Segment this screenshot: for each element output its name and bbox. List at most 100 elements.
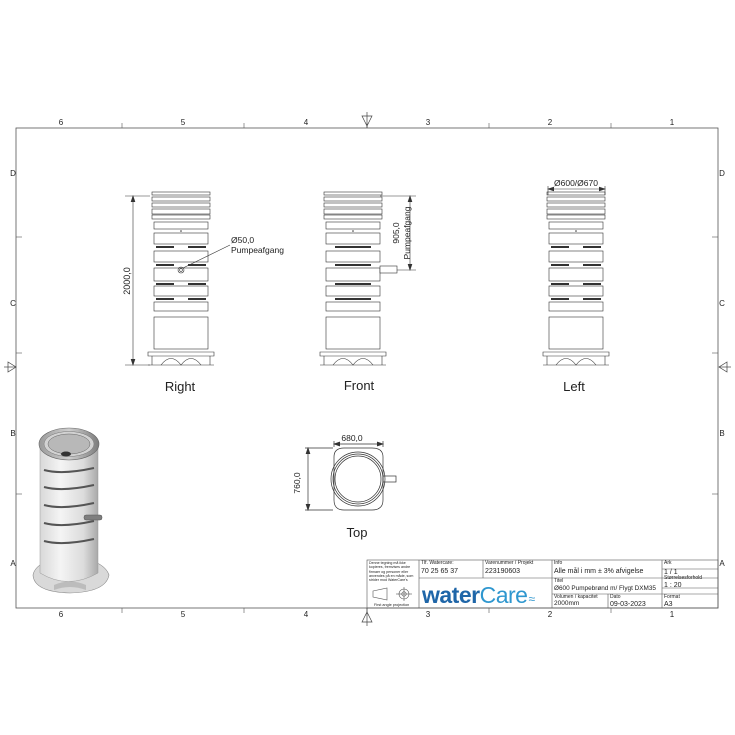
phone-label: Tlf. Watercare: — [421, 560, 454, 566]
date-value: 09-03-2023 — [610, 601, 646, 608]
riser-ring — [151, 208, 211, 215]
row-label-left-c: C — [10, 299, 16, 308]
body-segment — [548, 285, 604, 297]
volume-value: 2000mm — [554, 600, 580, 607]
riser-ring — [546, 202, 606, 208]
base-arch — [160, 358, 202, 366]
outlet-height-text: 905,0 — [391, 222, 401, 244]
row-label-right-a: A — [719, 559, 725, 568]
item-label: Varenummer / Projekt — [485, 560, 534, 566]
sheet-value: 1 / 1 — [664, 569, 678, 576]
col-label-bottom-6: 6 — [59, 610, 64, 619]
info-value: Alle mål i mm ± 3% afvigelse — [554, 568, 644, 575]
body-segment — [325, 316, 381, 350]
sheet-label: Ark — [664, 560, 672, 566]
height-dimension-text: 2000,0 — [122, 267, 132, 295]
row-label-right-c: C — [719, 299, 725, 308]
col-label-top-1: 1 — [670, 118, 675, 127]
riser-ring — [323, 208, 383, 215]
col-label-top-6: 6 — [59, 118, 64, 127]
mark — [352, 230, 354, 232]
grid-labels: 6 5 4 3 2 1 6 5 4 3 2 1 D C B A D C B A — [10, 118, 725, 619]
body-segment — [325, 250, 381, 263]
body-segment — [325, 267, 381, 282]
col-label-bottom-1: 1 — [670, 610, 675, 619]
body-segment — [153, 301, 209, 312]
iso-slots — [43, 467, 95, 545]
body-segment — [548, 267, 604, 282]
row-label-left-b: B — [10, 429, 15, 438]
riser-ring — [151, 196, 211, 202]
riser-ring — [323, 214, 383, 220]
view-label-right: Right — [165, 379, 196, 394]
riser-ring — [151, 214, 211, 220]
riser-ring — [323, 191, 383, 196]
riser-ring — [151, 191, 211, 196]
scale-value: 1 : 20 — [664, 582, 682, 589]
col-label-bottom-2: 2 — [548, 610, 553, 619]
base-flange — [319, 351, 387, 357]
projection-text: First angle projection — [374, 603, 410, 607]
left-view — [542, 191, 610, 366]
body-segment — [548, 316, 604, 350]
row-label-left-a: A — [10, 559, 16, 568]
riser-ring — [546, 214, 606, 220]
col-label-top-2: 2 — [548, 118, 553, 127]
projection-symbol — [372, 587, 412, 601]
phone-value: 70 25 65 37 — [421, 568, 458, 575]
volume-label: Volumen / kapacitet — [554, 594, 598, 600]
base-flange — [147, 351, 215, 357]
col-label-bottom-3: 3 — [426, 610, 431, 619]
watercare-logo: waterCare≈ — [422, 582, 535, 608]
outlet-diameter-text: Ø50,0 — [231, 235, 254, 245]
front-view-annotations — [379, 195, 416, 274]
row-label-right-d: D — [719, 169, 725, 178]
front-view — [319, 191, 387, 366]
top-view-outlet-pipe — [382, 475, 397, 483]
left-view-annotations — [547, 186, 606, 195]
body-segment — [153, 285, 209, 297]
mark — [180, 230, 182, 232]
body-segment — [325, 285, 381, 297]
date-label: Dato — [610, 594, 621, 600]
info-label: Info — [554, 560, 563, 566]
riser-ring — [151, 202, 211, 208]
col-label-bottom-4: 4 — [304, 610, 309, 619]
mark — [575, 230, 577, 232]
top-view-base-outline — [333, 447, 384, 511]
top-view-outer-ring — [330, 451, 386, 507]
riser-diameter-text: Ø600/Ø670 — [554, 178, 598, 188]
format-label: Format — [664, 594, 680, 600]
body-segment — [548, 250, 604, 263]
base-flange — [542, 351, 610, 357]
row-label-right-b: B — [719, 429, 724, 438]
disclaimer-text: Denne tegning må ikke kopieres, fremvise… — [369, 561, 414, 581]
body-segment — [548, 301, 604, 312]
centering-marks — [4, 112, 731, 626]
right-view — [147, 191, 215, 366]
riser-ring — [546, 208, 606, 215]
base-arch — [555, 358, 597, 366]
riser-ring — [546, 191, 606, 196]
right-view-annotations — [125, 195, 231, 366]
body-segment — [325, 232, 381, 245]
isometric-view — [32, 427, 110, 594]
title-label: Titel — [554, 578, 564, 584]
col-label-top-5: 5 — [181, 118, 186, 127]
iso-outlet-pipe — [83, 514, 103, 521]
view-label-top: Top — [347, 525, 368, 540]
col-label-bottom-5: 5 — [181, 610, 186, 619]
body-segment — [153, 221, 209, 230]
title-value: Ø600 Pumpebrønd m/ Flygt DXM35 — [554, 585, 656, 592]
base-arch — [332, 358, 374, 366]
body-segment — [548, 232, 604, 245]
riser-ring — [323, 202, 383, 208]
top-depth-text: 760,0 — [292, 472, 302, 494]
top-width-text: 680,0 — [341, 433, 363, 443]
outlet-hole — [177, 266, 185, 274]
body-segment — [153, 316, 209, 350]
outlet-name-text: Pumpeafgang — [231, 245, 284, 255]
item-value: 223190603 — [485, 568, 521, 575]
body-segment — [548, 221, 604, 230]
